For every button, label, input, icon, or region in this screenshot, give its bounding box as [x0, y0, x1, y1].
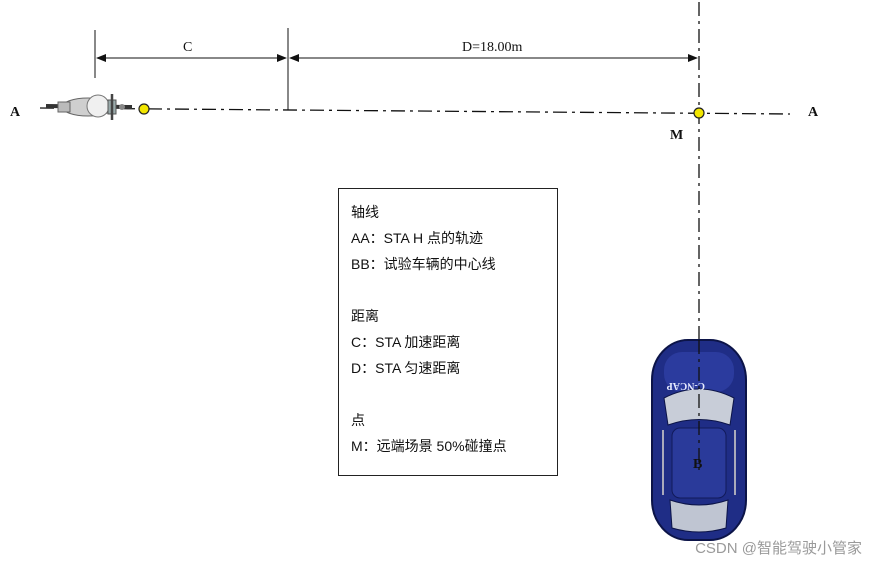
legend-box: 轴线 AA：STA H 点的轨迹 BB：试验车辆的中心线 距离 C：STA 加速… [338, 188, 558, 476]
legend-section-points: 点 M：远端场景 50%碰撞点 [351, 407, 545, 459]
m-point-marker [693, 107, 705, 119]
sta-marker [138, 103, 150, 115]
c-label: C [183, 40, 192, 55]
d-arrow-right [688, 54, 698, 62]
b-label: B [693, 457, 702, 472]
legend-section-axes: 轴线 AA：STA H 点的轨迹 BB：试验车辆的中心线 [351, 199, 545, 277]
car-badge: C-NCAP [667, 380, 705, 391]
c-arrow-left [96, 54, 106, 62]
d-arrow-left [289, 54, 299, 62]
motorcycle-icon [45, 94, 133, 120]
aa-axis-line [39, 107, 791, 115]
legend-heading-points: 点 [351, 412, 365, 428]
legend-line-aa: AA：STA H 点的轨迹 [351, 230, 483, 246]
m-label: M [670, 128, 683, 143]
watermark-text: CSDN @智能驾驶小管家 [695, 540, 862, 557]
legend-line-c: C：STA 加速距离 [351, 334, 461, 350]
legend-line-m: M：远端场景 50%碰撞点 [351, 438, 507, 454]
legend-heading-axes: 轴线 [351, 204, 379, 220]
a-left-label: A [10, 105, 21, 120]
legend-line-d: D：STA 匀速距离 [351, 360, 461, 376]
c-arrow-right [277, 54, 287, 62]
legend-heading-distance: 距离 [351, 308, 379, 324]
a-right-label: A [808, 105, 819, 120]
legend-line-bb: BB：试验车辆的中心线 [351, 256, 496, 272]
d-label: D=18.00m [462, 40, 523, 55]
legend-section-distance: 距离 C：STA 加速距离 D：STA 匀速距离 [351, 303, 545, 381]
